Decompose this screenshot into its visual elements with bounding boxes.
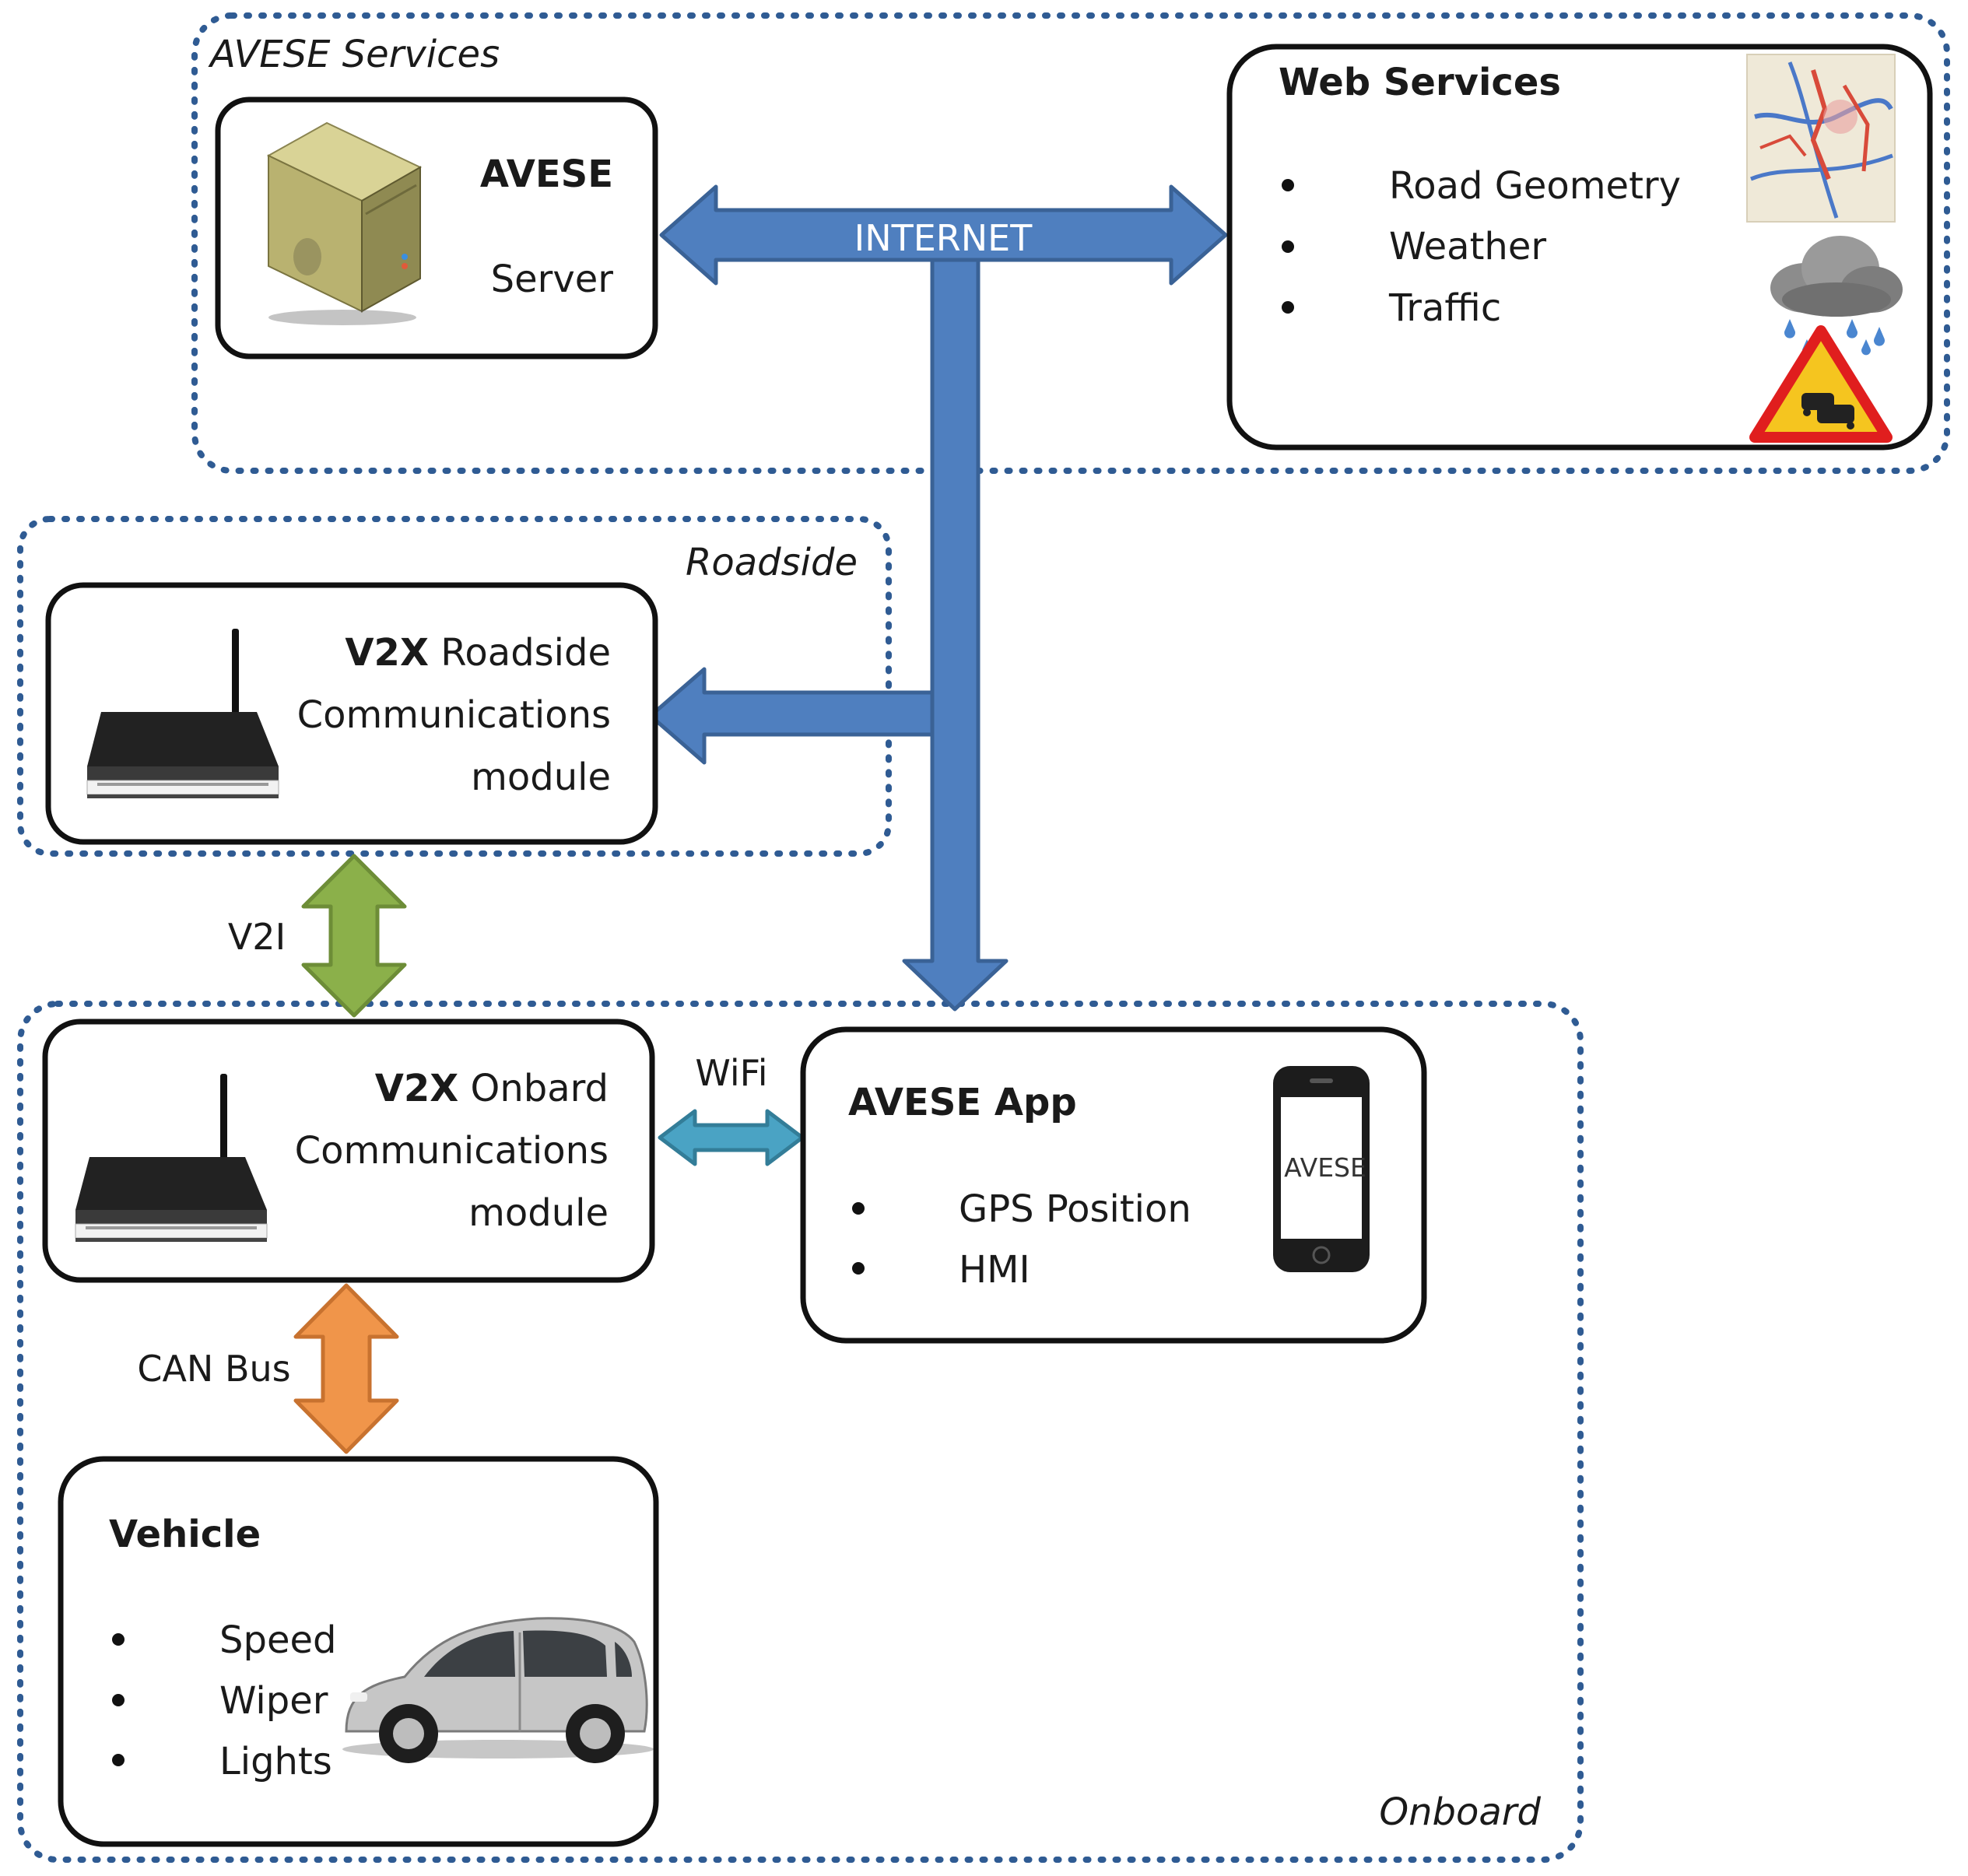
internet-arrow-vertical — [902, 258, 1009, 1012]
server-node: AVESE Server — [215, 96, 658, 359]
group-avese-services — [191, 12, 1950, 474]
web-services-title: Web Services — [1279, 61, 1561, 104]
rsu-line2: Communications — [297, 693, 611, 737]
group-onboard — [17, 1001, 1584, 1863]
server-tower-icon — [266, 121, 423, 325]
group-label-onboard: Onboard — [1379, 1790, 1541, 1834]
rsu-line1-rest: Roadside — [429, 631, 611, 675]
v2i-label: V2I — [228, 916, 286, 958]
group-roadside — [17, 516, 892, 857]
wifi-arrow — [658, 1109, 805, 1166]
wireless-router-icon — [86, 629, 279, 798]
internet-arrow-roadside-branch — [648, 667, 935, 765]
vehicle-node: Vehicle Speed Wiper Lights — [58, 1456, 659, 1847]
vehicle-item-speed: Speed — [219, 1618, 336, 1662]
app-item-hmi: HMI — [959, 1248, 1030, 1292]
rsu-line3: module — [471, 756, 611, 799]
web-item-traffic: Traffic — [1388, 286, 1501, 330]
smartphone-icon: AVESE — [1273, 1066, 1370, 1272]
vehicle-title: Vehicle — [109, 1513, 261, 1556]
bullet — [112, 1694, 125, 1706]
web-item-weather: Weather — [1389, 225, 1546, 268]
app-item-gps: GPS Position — [959, 1187, 1191, 1231]
svg-text:V2X Roadside: V2X Roadside — [345, 631, 611, 675]
v2x-onboard-node: V2X Onbard Communications module — [42, 1019, 655, 1283]
server-subtitle: Server — [491, 258, 614, 301]
bullet — [112, 1633, 125, 1646]
can-bus-arrow — [293, 1283, 399, 1454]
svg-text:V2X Onbard: V2X Onbard — [375, 1067, 609, 1110]
bullet — [1282, 179, 1294, 191]
internet-label: INTERNET — [854, 217, 1033, 259]
road-map-icon — [1746, 54, 1896, 223]
rsu-line1-bold: V2X — [345, 631, 429, 675]
bullet — [112, 1754, 125, 1766]
bullet — [1282, 240, 1294, 253]
phone-screen-label: AVESE — [1284, 1152, 1366, 1183]
bullet — [852, 1202, 865, 1215]
car-icon — [342, 1617, 654, 1763]
traffic-warning-sign-icon — [1749, 325, 1893, 443]
v2i-arrow — [301, 854, 407, 1018]
obu-line1-bold: V2X — [375, 1067, 459, 1110]
obu-line1-rest: Onbard — [458, 1067, 609, 1110]
wireless-router-icon — [75, 1074, 268, 1242]
rain-cloud-icon — [1770, 236, 1903, 356]
group-label-avese-services: AVESE Services — [208, 33, 500, 76]
app-title: AVESE App — [848, 1081, 1077, 1124]
wifi-label: WiFi — [695, 1052, 767, 1094]
obu-line3: module — [468, 1191, 609, 1235]
can-bus-label: CAN Bus — [137, 1348, 290, 1390]
v2x-roadside-node: V2X Roadside Communications module — [45, 582, 658, 845]
obu-line2: Communications — [295, 1129, 609, 1173]
web-item-road-geometry: Road Geometry — [1389, 164, 1681, 208]
server-title: AVESE — [480, 153, 613, 196]
web-services-node: Web Services Road Geometry Weather Traff… — [1226, 44, 1933, 451]
bullet — [1282, 301, 1294, 314]
bullet — [852, 1262, 865, 1275]
vehicle-item-wiper: Wiper — [219, 1679, 328, 1723]
internet-arrow-horizontal — [659, 184, 1228, 286]
avese-app-node: AVESE App GPS Position HMI AVESE — [800, 1026, 1427, 1344]
group-label-roadside: Roadside — [686, 541, 858, 584]
vehicle-item-lights: Lights — [219, 1740, 332, 1783]
